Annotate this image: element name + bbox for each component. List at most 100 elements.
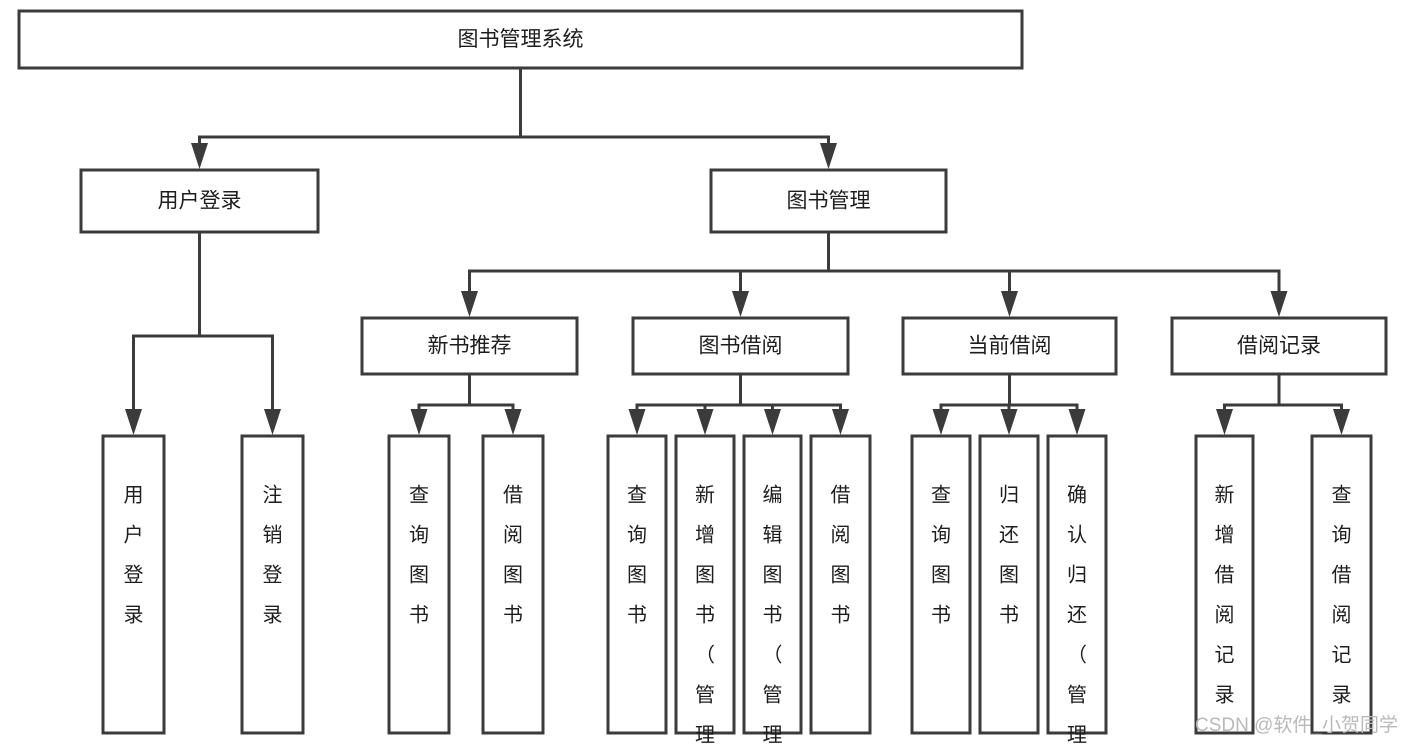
node-box-leaf-add-borrow-record[interactable] — [1194, 434, 1255, 735]
node-box-leaf-logout-login[interactable] — [240, 434, 305, 735]
node-label-leaf-edit-book-admin: 管 — [763, 683, 783, 706]
node-label-leaf-edit-book-admin: 理 — [763, 724, 783, 746]
node-label-leaf-add-borrow-record: 录 — [1215, 684, 1235, 706]
node-root[interactable]: 图书管理系统 — [17, 9, 1024, 70]
csdn-watermark: CSDN @软件_小贺同学 — [1195, 714, 1398, 736]
node-label-leaf-return-book: 归 — [999, 483, 1019, 506]
node-box-current-borrow[interactable] — [901, 316, 1118, 376]
node-new-book-recommend[interactable]: 新书推荐 — [360, 316, 579, 376]
node-label-leaf-confirm-return-admin: 认 — [1067, 523, 1087, 546]
node-label-book-borrow: 图书借阅 — [699, 335, 783, 358]
node-label-leaf-borrow-book: 图 — [831, 564, 851, 586]
node-label-leaf-logout-login: 登 — [263, 563, 283, 586]
node-label-leaf-add-book-admin: 新 — [695, 483, 715, 506]
node-box-leaf-query-book-recommend[interactable] — [387, 434, 451, 735]
node-label-borrow-record: 借阅记录 — [1237, 335, 1321, 358]
connector-book-borrow — [628, 372, 849, 435]
node-label-leaf-borrow-book-recommend: 阅 — [503, 523, 523, 546]
node-label-leaf-edit-book-admin: 书 — [763, 603, 783, 626]
node-label-leaf-user-login: 户 — [124, 523, 144, 546]
node-box-leaf-query-book-current[interactable] — [910, 434, 972, 735]
node-box-book-management[interactable] — [709, 168, 948, 234]
node-box-user-login[interactable] — [79, 168, 320, 234]
node-label-leaf-query-book-recommend: 查 — [409, 483, 429, 506]
node-box-leaf-return-book[interactable] — [978, 434, 1040, 735]
node-label-leaf-query-book-borrow: 图 — [627, 564, 647, 586]
node-box-leaf-borrow-book[interactable] — [809, 434, 872, 735]
node-box-leaf-add-book-admin[interactable] — [674, 434, 736, 735]
node-box-new-book-recommend[interactable] — [360, 316, 579, 376]
node-label-leaf-query-borrow-record: 记 — [1332, 643, 1352, 666]
node-box-leaf-borrow-book-recommend[interactable] — [481, 434, 545, 735]
node-box-root[interactable] — [17, 9, 1024, 70]
connector-user-login — [125, 230, 281, 435]
node-label-leaf-confirm-return-admin: 确 — [1067, 483, 1087, 506]
node-label-leaf-query-book-current: 查 — [931, 483, 951, 506]
node-label-leaf-borrow-book-recommend: 书 — [503, 603, 523, 626]
node-label-leaf-edit-book-admin: （ — [763, 643, 783, 666]
node-label-leaf-borrow-book: 书 — [831, 603, 851, 626]
node-book-borrow[interactable]: 图书借阅 — [631, 316, 850, 376]
node-label-leaf-user-login: 用 — [124, 484, 144, 506]
edges-layer — [125, 66, 1350, 435]
node-label-leaf-logout-login: 销 — [263, 523, 283, 546]
node-book-management[interactable]: 图书管理 — [709, 168, 948, 234]
node-label-leaf-confirm-return-admin: 管 — [1067, 683, 1087, 706]
connector-current-borrow — [932, 372, 1086, 435]
node-label-leaf-return-book: 图 — [999, 564, 1019, 586]
node-box-leaf-user-login[interactable] — [101, 434, 166, 735]
node-box-leaf-confirm-return-admin[interactable] — [1046, 434, 1108, 735]
node-label-leaf-add-book-admin: 图 — [695, 564, 715, 586]
node-label-leaf-add-borrow-record: 借 — [1215, 563, 1235, 586]
node-label-leaf-add-borrow-record: 阅 — [1215, 603, 1235, 626]
node-label-leaf-confirm-return-admin: （ — [1067, 643, 1087, 666]
node-label-leaf-add-book-admin: 书 — [695, 603, 715, 626]
node-label-leaf-query-book-borrow: 查 — [627, 483, 647, 506]
node-leaf-user-login[interactable]: 用户登录 — [101, 434, 166, 735]
node-label-leaf-add-borrow-record: 增 — [1215, 523, 1235, 546]
node-current-borrow[interactable]: 当前借阅 — [901, 316, 1118, 376]
node-label-leaf-edit-book-admin: 编 — [763, 483, 783, 506]
node-label-leaf-logout-login: 录 — [263, 604, 283, 626]
node-label-leaf-borrow-book: 阅 — [831, 523, 851, 546]
node-label-leaf-query-book-recommend: 图 — [409, 564, 429, 586]
node-label-leaf-confirm-return-admin: 理 — [1067, 724, 1087, 746]
node-label-leaf-query-borrow-record: 询 — [1332, 523, 1352, 546]
node-user-login[interactable]: 用户登录 — [79, 168, 320, 234]
node-label-leaf-query-book-borrow: 书 — [627, 603, 647, 626]
node-label-leaf-add-book-admin: （ — [695, 643, 715, 666]
connector-new-book-recommend — [410, 372, 522, 435]
node-box-leaf-edit-book-admin[interactable] — [742, 434, 803, 735]
node-box-book-borrow[interactable] — [631, 316, 850, 376]
node-label-leaf-edit-book-admin: 辑 — [763, 523, 783, 546]
node-box-leaf-query-borrow-record[interactable] — [1310, 434, 1373, 735]
node-box-borrow-record[interactable] — [1170, 316, 1388, 376]
node-label-leaf-borrow-book-recommend: 借 — [503, 483, 523, 506]
node-label-leaf-add-borrow-record: 新 — [1215, 483, 1235, 506]
node-label-user-login: 用户登录 — [158, 190, 242, 213]
node-label-leaf-confirm-return-admin: 归 — [1067, 563, 1087, 586]
node-box-leaf-query-book-borrow[interactable] — [606, 434, 668, 735]
node-label-leaf-query-book-current: 图 — [931, 564, 951, 586]
connector-book-management — [461, 230, 1288, 317]
node-borrow-record[interactable]: 借阅记录 — [1170, 316, 1388, 376]
node-label-book-management: 图书管理 — [787, 190, 871, 213]
node-label-leaf-logout-login: 注 — [263, 483, 283, 506]
node-label-current-borrow: 当前借阅 — [968, 335, 1052, 358]
node-label-leaf-query-book-recommend: 询 — [409, 523, 429, 546]
node-label-leaf-add-book-admin: 增 — [695, 523, 715, 546]
